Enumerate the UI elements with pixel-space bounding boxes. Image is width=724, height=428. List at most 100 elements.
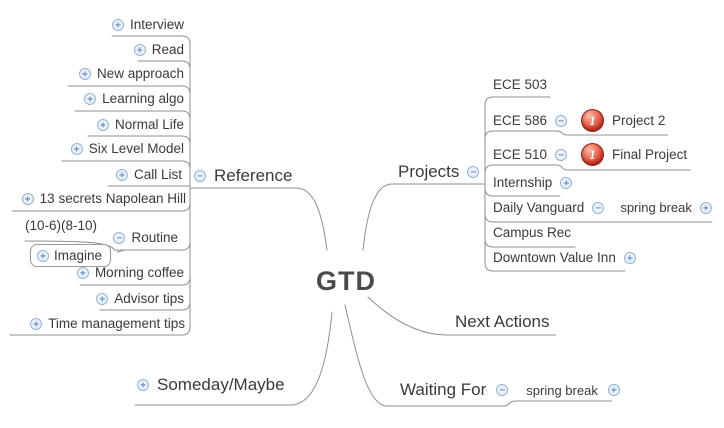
topic-downtown-value-inn[interactable]: Downtown Value Inn +: [493, 250, 636, 265]
connector-nextactions-gtd: [367, 296, 557, 336]
topic-ece510-row[interactable]: ECE 510 − 1 Final Project: [493, 143, 687, 166]
central-topic-gtd[interactable]: GTD: [316, 266, 376, 296]
collapse-icon[interactable]: −: [555, 148, 568, 161]
expand-icon[interactable]: +: [78, 67, 91, 80]
connector-projects-gtd: [362, 183, 486, 251]
collapse-icon[interactable]: −: [496, 384, 509, 396]
expand-icon[interactable]: +: [607, 384, 620, 396]
expand-icon[interactable]: +: [115, 168, 128, 181]
topic-label: Internship: [493, 175, 553, 190]
topic-13-secrets[interactable]: + 13 secrets Napolean Hill: [21, 191, 186, 206]
topic-project-2[interactable]: Project 2: [612, 113, 666, 128]
connector-reference-gtd: [189, 187, 328, 251]
topic-label: Daily Vanguard: [493, 200, 585, 215]
expand-icon[interactable]: +: [21, 192, 34, 205]
topic-interview[interactable]: + Interview: [111, 17, 184, 32]
topic-label: Projects: [398, 162, 460, 181]
topic-routine[interactable]: − Routine: [113, 230, 178, 245]
expand-icon[interactable]: +: [623, 251, 636, 264]
topic-daily-vanguard-row[interactable]: Daily Vanguard − spring break +: [493, 200, 712, 215]
topic-ece503[interactable]: ECE 503: [493, 77, 547, 92]
topic-campus-rec[interactable]: Campus Rec: [493, 225, 571, 240]
topic-label: ECE 510: [493, 147, 548, 162]
underline-project2: [555, 130, 669, 136]
topic-label: Time management tips: [48, 316, 185, 331]
connector-waiting-gtd: [344, 304, 613, 407]
expand-icon[interactable]: +: [30, 317, 43, 330]
underline-10-6-8-10: [24, 240, 115, 250]
expand-icon[interactable]: +: [70, 142, 83, 155]
priority-1-badge[interactable]: 1: [581, 109, 605, 132]
topic-internship[interactable]: Internship +: [493, 175, 573, 190]
topic-new-approach[interactable]: + New approach: [78, 66, 184, 81]
topic-label: Six Level Model: [88, 141, 184, 156]
topic-label: ECE 586: [493, 113, 548, 128]
underline-campus-rec: [484, 238, 576, 248]
topic-call-list[interactable]: + Call List: [115, 167, 182, 182]
expand-icon[interactable]: +: [84, 92, 97, 105]
topic-projects[interactable]: Projects −: [398, 162, 480, 182]
underline-daily-vanguard: [484, 213, 713, 223]
topic-label: Waiting For: [400, 380, 487, 399]
underline-time-management: [9, 326, 191, 336]
topic-next-actions[interactable]: Next Actions: [455, 312, 550, 332]
topic-morning-coffee[interactable]: + Morning coffee: [76, 265, 184, 280]
collapse-icon[interactable]: −: [555, 114, 568, 127]
expand-icon[interactable]: +: [76, 266, 89, 279]
underline-ece586: [484, 130, 557, 140]
topic-label: ECE 503: [493, 77, 548, 92]
collapse-icon[interactable]: −: [592, 201, 605, 214]
topic-advisor-tips[interactable]: + Advisor tips: [96, 291, 184, 306]
collapse-icon[interactable]: −: [113, 231, 126, 244]
expand-icon[interactable]: +: [133, 43, 146, 56]
expand-icon[interactable]: +: [560, 176, 573, 189]
expand-icon[interactable]: +: [137, 379, 149, 391]
topic-10-6-8-10[interactable]: (10-6)(8-10): [25, 218, 97, 233]
underline-internship: [484, 187, 561, 197]
topic-spring-break[interactable]: spring break: [620, 200, 692, 215]
topic-time-management-tips[interactable]: + Time management tips: [30, 316, 185, 331]
topic-waiting-for-row[interactable]: Waiting For − spring break +: [400, 380, 620, 400]
expand-icon[interactable]: +: [96, 292, 109, 305]
underline-ece503: [484, 96, 551, 106]
collapse-icon[interactable]: −: [467, 166, 480, 178]
topic-imagine[interactable]: + Imagine: [30, 244, 112, 267]
topic-learning-algo[interactable]: + Learning algo: [84, 91, 184, 106]
topic-six-level-model[interactable]: + Six Level Model: [70, 141, 184, 156]
topic-label: New approach: [96, 66, 184, 81]
topic-label: 13 secrets Napolean Hill: [39, 191, 186, 206]
topic-label: Advisor tips: [114, 291, 184, 306]
topic-reference[interactable]: − Reference: [194, 166, 292, 186]
priority-1-badge[interactable]: 1: [581, 143, 605, 166]
topic-label: Campus Rec: [493, 225, 572, 240]
underline-downtown: [484, 262, 626, 272]
topic-label: Next Actions: [455, 312, 550, 331]
connector-imagine: [116, 249, 127, 253]
topic-label: Imagine: [54, 248, 103, 263]
topic-normal-life[interactable]: + Normal Life: [96, 117, 184, 132]
topic-label: Routine: [131, 230, 178, 245]
topic-final-project[interactable]: Final Project: [612, 147, 688, 162]
expand-icon[interactable]: +: [37, 249, 49, 262]
underline-ece510: [484, 164, 557, 174]
topic-label: Morning coffee: [94, 265, 184, 280]
topic-read[interactable]: + Read: [133, 42, 184, 57]
topic-label: Read: [151, 42, 184, 57]
expand-icon[interactable]: +: [699, 201, 712, 214]
underline-final-project: [555, 164, 691, 171]
topic-spring-break[interactable]: spring break: [526, 382, 598, 398]
topic-label: Interview: [129, 17, 184, 32]
topic-label: (10-6)(8-10): [25, 218, 98, 233]
expand-icon[interactable]: +: [96, 118, 109, 131]
underline-interview: [111, 35, 191, 45]
topic-label: Downtown Value Inn: [493, 250, 616, 265]
collapse-icon[interactable]: −: [194, 170, 206, 182]
topic-label: Normal Life: [114, 117, 184, 132]
topic-label: Learning algo: [102, 91, 184, 106]
topic-ece586-row[interactable]: ECE 586 − 1 Project 2: [493, 109, 665, 132]
expand-icon[interactable]: +: [111, 18, 124, 31]
topic-label: Call List: [133, 167, 182, 182]
topic-someday-maybe[interactable]: + Someday/Maybe: [137, 375, 285, 395]
connector-someday-gtd: [134, 311, 333, 406]
